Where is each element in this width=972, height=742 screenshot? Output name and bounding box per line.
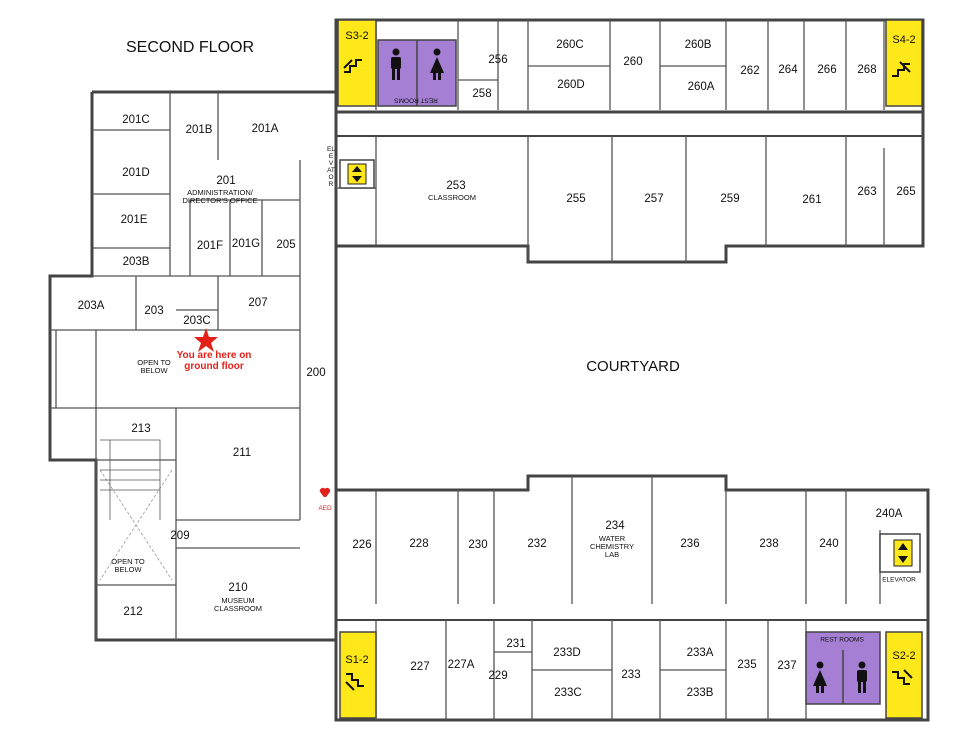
room-label: 235 <box>737 659 757 671</box>
room-label: 227 <box>410 661 430 673</box>
room-label: 236 <box>680 538 700 550</box>
room-label: 226 <box>352 539 372 551</box>
room-label: 266 <box>817 64 837 76</box>
room-sublabel: WATER CHEMISTRY LAB <box>589 534 635 559</box>
room-label: 253 <box>446 180 466 192</box>
room-label: 211 <box>232 447 252 459</box>
room-label: 261 <box>802 194 822 206</box>
room-label: 201E <box>120 214 148 226</box>
you-are-here-star-icon <box>194 328 218 352</box>
stair-icon <box>892 61 911 77</box>
room-label: 205 <box>276 239 296 251</box>
room-label: 203B <box>122 256 150 268</box>
room-label: 203C <box>183 315 211 327</box>
room-label: 233D <box>553 647 581 659</box>
room-label: 228 <box>409 538 429 550</box>
woman-icon <box>813 661 827 693</box>
floor-title: SECOND FLOOR <box>125 39 255 56</box>
room-label: 256 <box>488 54 508 66</box>
room-label: 260 <box>623 56 643 68</box>
room-sublabel: MUSEUM CLASSROOM <box>214 596 262 613</box>
room-sublabel: ADMINISTRATION/ DIRECTOR'S OFFICE <box>182 188 258 205</box>
aed-heart-icon <box>319 487 331 497</box>
man-icon <box>857 661 867 693</box>
man-icon <box>391 48 401 80</box>
room-label: 201A <box>251 123 279 135</box>
room-label: 200 <box>306 367 326 379</box>
stair-label: S3-2 <box>345 30 369 42</box>
room-label: 203 <box>144 305 164 317</box>
elevator-label: ELEVATOR <box>327 146 335 188</box>
room-label: 257 <box>644 193 664 205</box>
stair-label: S2-2 <box>892 650 916 662</box>
restroom-label: REST ROOMS <box>820 636 864 644</box>
room-label: 210 <box>228 582 248 594</box>
room-label: 260B <box>684 39 712 51</box>
room-label: 201F <box>196 240 224 252</box>
stair-label: S1-2 <box>345 654 369 666</box>
you-are-here-label: You are here on ground floor <box>176 350 252 372</box>
room-label: 213 <box>131 423 151 435</box>
room-label: 268 <box>857 64 877 76</box>
room-label: 258 <box>472 88 492 100</box>
elevator-arrows-icon <box>898 543 908 563</box>
room-label: 203A <box>77 300 105 312</box>
aed-label: AED <box>318 505 332 512</box>
room-label: 212 <box>123 606 143 618</box>
open-to-below-label: OPEN TO BELOW <box>111 557 145 574</box>
room-label: 260D <box>557 79 585 91</box>
stair-icon <box>345 673 364 691</box>
room-label: 231 <box>506 638 526 650</box>
room-label: 201 <box>216 175 236 187</box>
room-label: 230 <box>468 539 488 551</box>
room-label: 259 <box>720 193 740 205</box>
stair-s2-2 <box>885 631 923 719</box>
room-label: 240A <box>875 508 903 520</box>
room-label: 207 <box>248 297 268 309</box>
room-label: 255 <box>566 193 586 205</box>
room-label: 201B <box>185 124 213 136</box>
room-label: 260C <box>556 39 584 51</box>
room-label: 260A <box>687 81 715 93</box>
room-label: 232 <box>527 538 547 550</box>
room-label: 265 <box>896 186 916 198</box>
room-label: 201C <box>122 114 150 126</box>
stair-label: S4-2 <box>892 34 916 46</box>
room-label: 201D <box>122 167 150 179</box>
north-classroom-wall <box>334 112 925 264</box>
room-label: 227A <box>447 659 475 671</box>
room-sublabel: CLASSROOM <box>428 193 476 202</box>
room-label: 229 <box>488 670 508 682</box>
room-label: 233B <box>686 687 714 699</box>
room-label: 209 <box>170 530 190 542</box>
room-label: 264 <box>778 64 798 76</box>
elevator-label: ELEVATOR <box>882 576 916 584</box>
stair-icon <box>892 669 913 685</box>
stair-icon <box>343 59 362 73</box>
restroom-label: REST ROOMS <box>394 96 438 104</box>
room-label: 237 <box>777 660 797 672</box>
room-label: 233 <box>621 669 641 681</box>
room-label: 233A <box>686 647 714 659</box>
room-label: 233C <box>554 687 582 699</box>
courtyard-label: COURTYARD <box>586 358 680 375</box>
open-to-below-label: OPEN TO BELOW <box>137 358 171 375</box>
room-label: 262 <box>740 65 760 77</box>
woman-icon <box>430 48 444 80</box>
stair-s1-2 <box>339 631 377 719</box>
room-label: 263 <box>857 186 877 198</box>
room-label: 201G <box>231 238 261 250</box>
elevator-arrows-icon <box>352 166 362 182</box>
room-label: 238 <box>759 538 779 550</box>
room-label: 234 <box>605 520 625 532</box>
room-label: 240 <box>819 538 839 550</box>
